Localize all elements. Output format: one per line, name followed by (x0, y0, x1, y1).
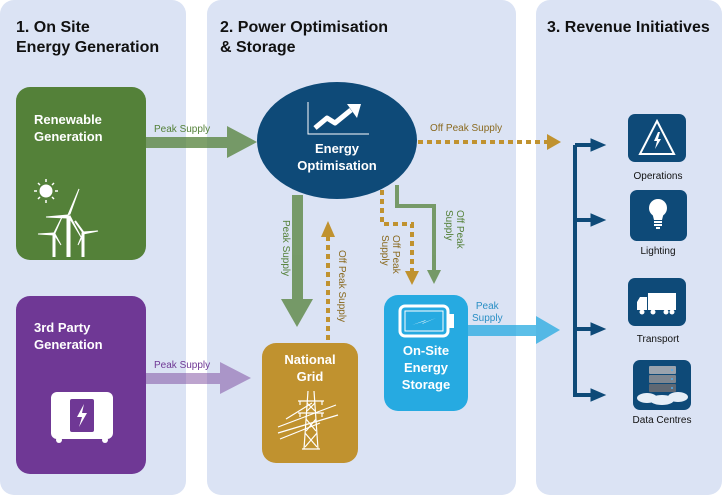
lighting-tile (630, 190, 687, 241)
flow-label-thirdparty-to-grid: Peak Supply (154, 360, 211, 371)
battery-icon (398, 304, 454, 338)
third-party-generation-label: 3rd Party Generation (34, 320, 103, 352)
on-site-energy-storage-box: On-Site Energy Storage (384, 295, 468, 411)
flow-label-hub-to-storage-solid: Off Peak Supply (443, 210, 465, 249)
renewable-generation-box: Renewable Generation (16, 87, 146, 260)
flow-label-storage-to-revenue: Peak Supply (472, 301, 503, 324)
column-title-2: 2. Power Optimisation & Storage (220, 19, 389, 56)
hazard-icon (638, 118, 676, 155)
arrow-hub-to-storage-dotted (380, 190, 419, 285)
sun-wind-turbine-icon (34, 179, 99, 257)
transport-label: Transport (636, 334, 680, 345)
trend-chart-icon (307, 102, 369, 135)
data-centres-label: Data Centres (632, 415, 692, 426)
column-title-1: 1. On Site Energy Generation (16, 19, 160, 56)
generator-icon (51, 392, 113, 443)
arrow-hub-to-revenue (418, 134, 561, 150)
lightbulb-icon (649, 199, 667, 229)
transport-tile (628, 278, 686, 326)
national-grid-box: National Grid (262, 343, 358, 463)
revenue-distribution-tree (573, 138, 607, 402)
arrow-renewable-to-hub (146, 126, 257, 158)
truck-icon (637, 293, 676, 315)
national-grid-label: National Grid (284, 352, 336, 384)
transmission-tower-icon (277, 390, 339, 450)
lighting-label: Lighting (640, 246, 676, 257)
flow-label-hub-to-grid: Peak Supply (280, 220, 291, 277)
arrow-hub-to-storage-solid (395, 185, 441, 284)
operations-label: Operations (633, 171, 683, 182)
column-revenue-initiatives (536, 0, 722, 495)
arrow-hub-to-grid (281, 195, 313, 327)
arrow-storage-to-revenue (468, 316, 560, 344)
energy-optimisation-hub: Energy Optimisation (257, 82, 417, 199)
server-cloud-icon (637, 366, 688, 405)
arrow-grid-to-hub (321, 221, 335, 342)
flow-label-renewable-to-hub: Peak Supply (154, 124, 211, 135)
energy-optimisation-label: Energy Optimisation (297, 141, 377, 173)
column-power-optimisation (207, 0, 516, 495)
third-party-generation-box: 3rd Party Generation (16, 296, 146, 474)
arrow-thirdparty-to-grid (146, 362, 251, 394)
renewable-generation-label: Renewable Generation (34, 112, 103, 144)
on-site-energy-storage-label: On-Site Energy Storage (401, 343, 451, 392)
column-title-3: 3. Revenue Initiatives (547, 19, 710, 36)
flow-label-grid-to-hub: Off Peak Supply (336, 250, 347, 323)
flow-label-hub-to-storage-dotted: Off Peak Supply (379, 235, 401, 274)
flow-label-hub-to-revenue: Off Peak Supply (430, 123, 503, 134)
operations-tile (628, 114, 686, 162)
data-centres-tile (633, 360, 691, 410)
